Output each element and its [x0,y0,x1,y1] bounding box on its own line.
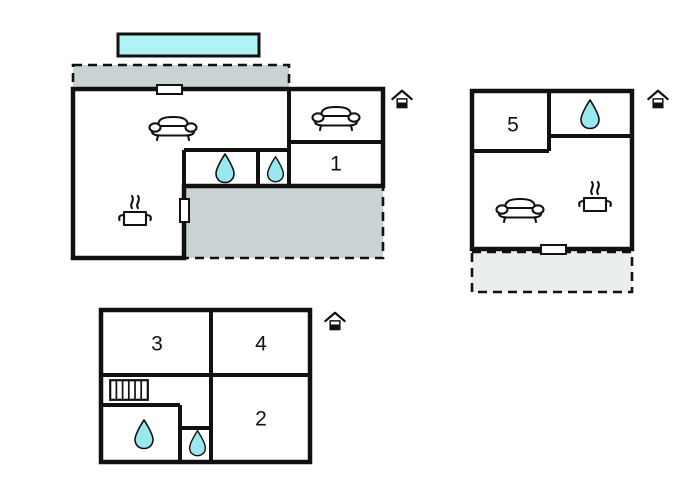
bottom-floor-plan: 3 4 2 [98,307,346,465]
stairs-icon [109,379,149,401]
main-floor-plan: 1 [70,32,413,261]
door-west-terrace [179,198,190,223]
home-icon [391,89,413,110]
terrace-south [182,184,385,260]
terrace-south [470,250,634,294]
room-number-1: 1 [330,153,342,176]
right-interior-walls [472,91,632,153]
bottom-interior-walls [101,310,310,462]
door-north-wall [156,84,183,95]
swimming-pool [116,32,261,58]
home-icon [647,89,669,110]
door-south-wall [540,244,567,255]
main-interior-walls [182,89,383,186]
right-floor-plan: 5 [469,88,669,294]
room-number-2: 2 [255,408,267,431]
right-building-outline [469,88,635,252]
room-number-5: 5 [507,114,519,137]
home-icon [324,311,346,332]
room-number-4: 4 [255,333,267,356]
room-number-3: 3 [151,333,163,356]
